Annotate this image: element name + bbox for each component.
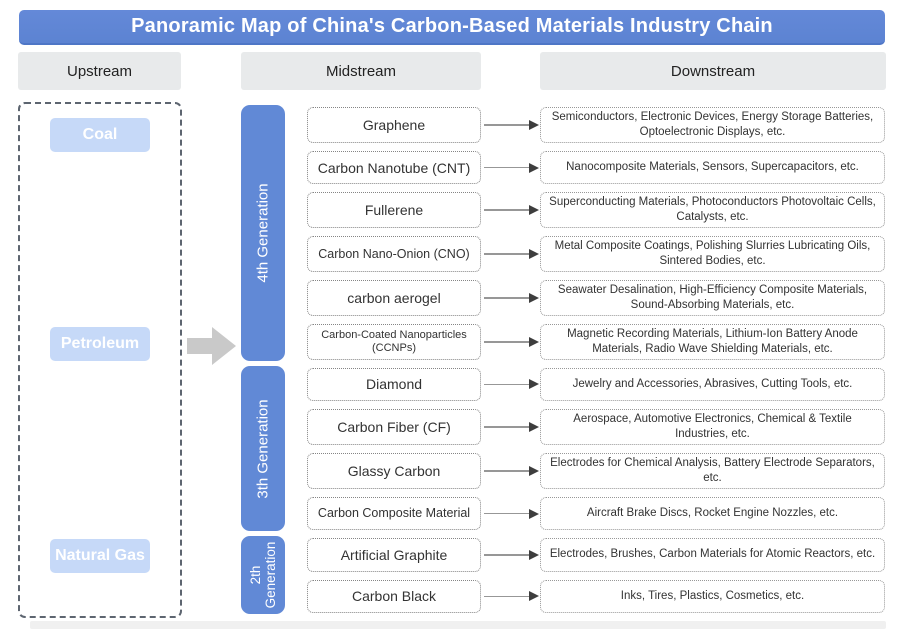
downstream-applications-box: Magnetic Recording Materials, Lithium-Io… xyxy=(540,323,885,360)
flow-arrow-head xyxy=(529,336,539,347)
upstream-item-natural-gas: Natural Gas xyxy=(50,539,150,573)
midstream-material-box: Artificial Graphite xyxy=(307,538,481,572)
cutoff-next-section xyxy=(30,621,886,629)
generation-bar-3th: 3th Generation xyxy=(241,365,285,532)
flow-arrow xyxy=(481,320,540,364)
flow-arrow-head xyxy=(529,591,539,602)
flow-arrow xyxy=(481,232,540,276)
midstream-material-box: Glassy Carbon xyxy=(307,453,481,489)
column-header-upstream: Upstream xyxy=(18,52,181,90)
flow-arrow xyxy=(481,534,540,575)
column-header-midstream: Midstream xyxy=(241,52,481,90)
downstream-applications-box: Inks, Tires, Plastics, Cosmetics, etc. xyxy=(540,579,885,613)
generation-label: 3th Generation xyxy=(254,398,272,499)
generation-bar-2th: 2th Generation xyxy=(241,536,285,614)
flow-arrow-line xyxy=(484,124,529,126)
flow-arrow-line xyxy=(484,341,529,343)
flow-arrow xyxy=(481,405,540,449)
flow-arrow xyxy=(481,449,540,493)
flow-arrow-head xyxy=(529,119,539,130)
midstream-material-box: Fullerene xyxy=(307,192,481,229)
flow-arrow xyxy=(481,576,540,617)
downstream-applications-box: Seawater Desalination, High-Efficiency C… xyxy=(540,280,885,316)
flow-arrow xyxy=(481,276,540,320)
upstream-item-petroleum: Petroleum xyxy=(50,327,150,361)
midstream-material-box: Carbon Nanotube (CNT) xyxy=(307,150,481,185)
flow-arrow xyxy=(481,103,540,147)
chain-grid: 4th Generation 3th Generation 2th Generati… xyxy=(241,103,885,617)
flow-arrow-line xyxy=(484,512,529,515)
flow-arrow-head xyxy=(529,205,539,216)
downstream-applications-box: Aircraft Brake Discs, Rocket Engine Nozz… xyxy=(540,496,885,531)
generation-label: 4th Generation xyxy=(254,183,272,283)
flow-arrow-line xyxy=(484,253,529,255)
flow-arrow-line xyxy=(484,209,529,211)
midstream-material-box: Carbon-Coated Nanoparticles (CCNPs) xyxy=(307,323,481,360)
midstream-material-box: Carbon Nano-Onion (CNO) xyxy=(307,236,481,272)
midstream-material-box: Diamond xyxy=(307,367,481,402)
flow-arrow-head xyxy=(529,508,539,519)
downstream-applications-box: Electrodes, Brushes, Carbon Materials fo… xyxy=(540,538,885,572)
flow-arrow-line xyxy=(484,470,529,472)
flow-arrow-head xyxy=(529,465,539,476)
flow-arrow-head xyxy=(529,292,539,303)
generation-bar-4th: 4th Generation xyxy=(241,105,285,361)
flow-arrow-head xyxy=(529,162,539,173)
flow-arrow xyxy=(481,493,540,534)
upstream-to-midstream-arrow xyxy=(187,327,236,365)
flow-arrow-head xyxy=(529,249,539,260)
midstream-material-box: Graphene xyxy=(307,107,481,143)
downstream-applications-box: Electrodes for Chemical Analysis, Batter… xyxy=(540,453,885,489)
flow-arrow-line xyxy=(484,297,529,299)
downstream-applications-box: Jewelry and Accessories, Abrasives, Cutt… xyxy=(540,367,885,402)
flow-arrow-line xyxy=(484,166,529,169)
midstream-material-box: carbon aerogel xyxy=(307,280,481,316)
midstream-material-box: Carbon Black xyxy=(307,579,481,613)
diagram-title: Panoramic Map of China's Carbon-Based Ma… xyxy=(19,10,885,45)
downstream-applications-box: Metal Composite Coatings, Polishing Slur… xyxy=(540,236,885,272)
downstream-applications-box: Nanocomposite Materials, Sensors, Superc… xyxy=(540,150,885,185)
downstream-applications-box: Aerospace, Automotive Electronics, Chemi… xyxy=(540,409,885,445)
downstream-applications-box: Superconducting Materials, Photoconducto… xyxy=(540,192,885,229)
flow-arrow xyxy=(481,147,540,188)
flow-arrow-line xyxy=(484,554,529,556)
column-header-downstream: Downstream xyxy=(540,52,886,90)
generation-label: 2th Generation xyxy=(247,541,278,609)
flow-arrow-line xyxy=(484,383,529,386)
upstream-item-coal: Coal xyxy=(50,118,150,152)
flow-arrow-head xyxy=(529,379,539,390)
flow-arrow xyxy=(481,364,540,405)
flow-arrow-line xyxy=(484,426,529,428)
midstream-material-box: Carbon Fiber (CF) xyxy=(307,409,481,445)
flow-arrow-head xyxy=(529,422,539,433)
upstream-panel: Coal Petroleum Natural Gas xyxy=(18,102,182,618)
downstream-applications-box: Semiconductors, Electronic Devices, Ener… xyxy=(540,107,885,143)
midstream-material-box: Carbon Composite Material xyxy=(307,496,481,531)
flow-arrow-head xyxy=(529,549,539,560)
flow-arrow xyxy=(481,188,540,232)
flow-arrow-line xyxy=(484,595,529,598)
